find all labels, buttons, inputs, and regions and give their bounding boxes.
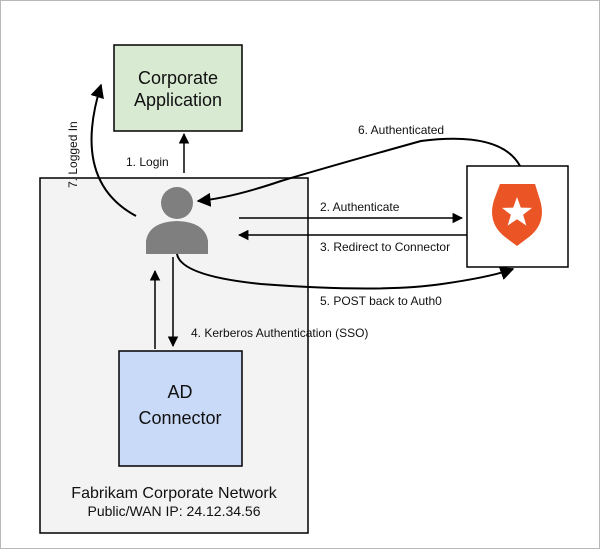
redirect-label: 3. Redirect to Connector bbox=[320, 240, 450, 254]
corporate-application-box bbox=[113, 44, 243, 132]
ad-connector-line2: Connector bbox=[138, 408, 221, 428]
network-subtitle: Public/WAN IP: 24.12.34.56 bbox=[87, 503, 260, 519]
corporate-application-line1: Corporate bbox=[138, 68, 218, 88]
post-back-arrow bbox=[176, 253, 515, 290]
post-back-label: 5. POST back to Auth0 bbox=[320, 294, 442, 308]
authenticate-label: 2. Authenticate bbox=[320, 200, 400, 214]
authenticated-arrow bbox=[196, 137, 521, 207]
network-title: Fabrikam Corporate Network bbox=[71, 485, 277, 502]
user-icon bbox=[146, 187, 208, 254]
login-label: 1. Login bbox=[126, 155, 169, 169]
corporate-application-line2: Application bbox=[134, 90, 222, 110]
logged-in-arrow bbox=[90, 83, 137, 217]
ad-connector-box bbox=[118, 350, 243, 467]
kerberos-label: 4. Kerberos Authentication (SSO) bbox=[191, 326, 368, 340]
user-head bbox=[161, 187, 193, 219]
authenticated-label: 6. Authenticated bbox=[358, 123, 444, 137]
auth0-shield-star-icon bbox=[492, 184, 542, 246]
logged-in-label: 7. Logged In bbox=[66, 121, 80, 188]
user-body bbox=[146, 221, 208, 254]
ad-connector-line1: AD bbox=[167, 382, 192, 402]
auth0-star bbox=[502, 197, 532, 226]
